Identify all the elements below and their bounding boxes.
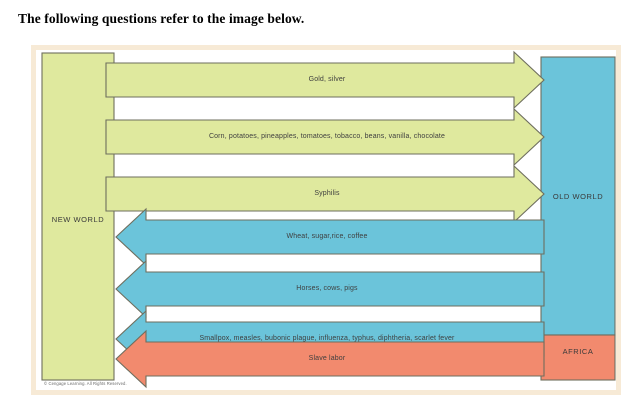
- region-label-old-world: OLD WORLD: [552, 192, 604, 201]
- columbian-exchange-figure: NEW WORLD OLD WORLD AFRICA Gold, silver …: [31, 45, 621, 395]
- flow-label-crops-new-world: Corn, potatoes, pineapples, tomatoes, to…: [208, 133, 446, 140]
- flow-arrow-syphilis[interactable]: [105, 164, 545, 224]
- flow-arrow-crops-new-world[interactable]: [105, 107, 545, 167]
- flow-arrow-crops-old-world[interactable]: [115, 207, 545, 267]
- region-block-africa[interactable]: [540, 334, 616, 381]
- figure-canvas: [36, 50, 616, 390]
- page-heading: The following questions refer to the ima…: [18, 11, 305, 26]
- exchange-diagram-svg: [41, 50, 616, 389]
- flow-label-gold-silver: Gold, silver: [308, 76, 346, 83]
- flow-label-crops-old-world: Wheat, sugar,rice, coffee: [286, 233, 368, 240]
- flow-label-slave-labor: Slave labor: [308, 355, 346, 362]
- flow-arrow-slave-labor[interactable]: [115, 329, 545, 389]
- flow-label-syphilis: Syphilis: [314, 190, 340, 197]
- region-block-old-world[interactable]: [540, 56, 616, 336]
- flow-label-diseases: Smallpox, measles, bubonic plague, influ…: [199, 335, 455, 342]
- figure-credit: © Cengage Learning. All Rights Reserved.: [44, 381, 127, 386]
- flow-arrow-gold-silver[interactable]: [105, 50, 545, 110]
- region-label-new-world: NEW WORLD: [51, 215, 105, 224]
- region-block-new-world[interactable]: [41, 52, 115, 381]
- region-label-africa: AFRICA: [562, 347, 594, 356]
- flow-label-livestock: Horses, cows, pigs: [296, 285, 358, 292]
